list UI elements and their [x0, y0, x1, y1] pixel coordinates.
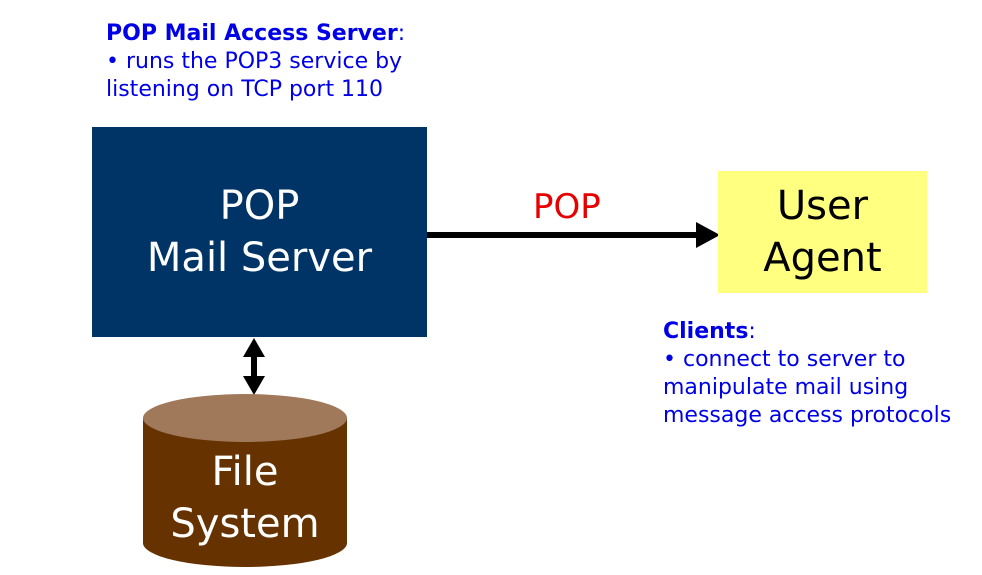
- server-filesystem-double-arrow: [243, 338, 265, 395]
- client-note-heading: Clients:: [663, 318, 982, 346]
- clients-description-note: Clients: • connect to server to manipula…: [663, 318, 982, 430]
- file-system-label-line-1: File: [211, 449, 279, 495]
- agent-label-line-2: Agent: [763, 235, 882, 281]
- file-system-label-line-2: System: [170, 501, 320, 547]
- server-note-colon: :: [397, 21, 406, 46]
- server-description-note: POP Mail Access Server: • runs the POP3 …: [106, 20, 466, 104]
- server-note-heading: POP Mail Access Server:: [106, 20, 466, 48]
- file-system-cylinder-body: [143, 418, 347, 567]
- client-note-line-1: • connect to server to: [663, 347, 906, 372]
- double-arrow-head-up: [243, 338, 265, 357]
- file-system-cylinder: [143, 394, 347, 567]
- server-note-line-1: • runs the POP3 service by: [106, 49, 403, 74]
- pop-mail-server-box: POP Mail Server: [92, 127, 427, 337]
- pop-arrow: [427, 222, 720, 248]
- client-note-line-2: manipulate mail using: [663, 375, 909, 400]
- file-system-cylinder-top: [143, 394, 347, 442]
- double-arrow-head-down: [243, 376, 265, 395]
- server-label-line-2: Mail Server: [146, 235, 373, 281]
- client-note-line-3: message access protocols: [663, 403, 952, 428]
- user-agent-box: User Agent: [718, 171, 927, 293]
- pop-protocol-label: POP: [533, 187, 601, 227]
- server-note-line-2: listening on TCP port 110: [106, 77, 384, 102]
- client-note-colon: :: [748, 319, 756, 344]
- agent-label-line-1: User: [776, 183, 869, 229]
- client-note-title: Clients: [663, 319, 749, 344]
- file-system-label: File System: [143, 446, 347, 550]
- server-note-title: POP Mail Access Server: [106, 21, 398, 46]
- server-label-line-1: POP: [219, 183, 300, 229]
- pop-arrow-head: [696, 222, 720, 248]
